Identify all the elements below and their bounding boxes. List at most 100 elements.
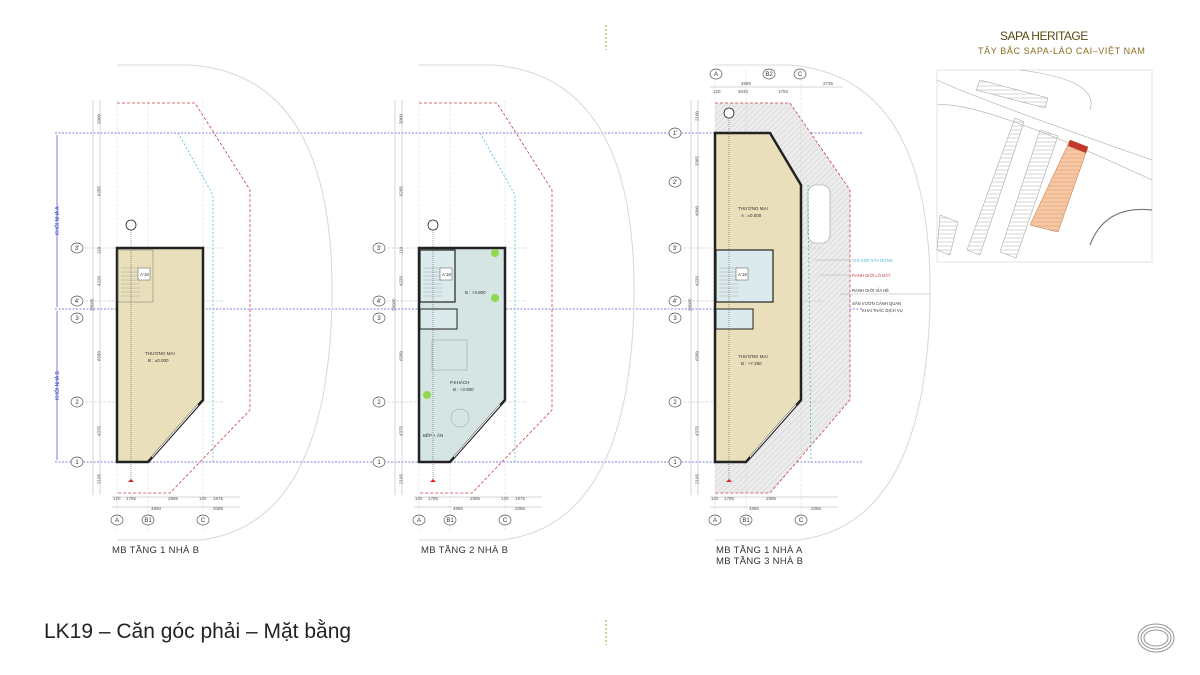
brand-subtitle: TÂY BẮC SAPA-LÀO CAI–VIỆT NAM — [978, 46, 1146, 56]
dimension-label: 2085 — [213, 506, 224, 511]
grid-col-bubble: C — [201, 518, 206, 524]
dimension-label: 2735 — [823, 81, 834, 86]
dimension-label: 2000 — [399, 113, 404, 124]
grid-row-bubble-circle — [668, 456, 682, 468]
entrance-marker-icon — [128, 479, 134, 482]
lot-line — [419, 102, 553, 494]
plant-icon — [423, 391, 431, 399]
section-marker-icon — [723, 107, 735, 119]
grid-col-bubble: C — [798, 72, 803, 78]
road — [936, 79, 1153, 161]
dining-table-icon — [450, 408, 470, 428]
road — [1019, 69, 1092, 111]
grid-col-bubble: B1 — [144, 518, 152, 524]
grid-row-bubble-circle — [668, 242, 682, 254]
dimension-label: 4600 — [695, 205, 700, 216]
grid-row-bubble: 4' — [377, 299, 381, 305]
lot-row — [975, 79, 1049, 109]
dimension-label: 120 — [415, 496, 423, 501]
curved-road — [1089, 208, 1153, 246]
grid-row-bubble-circle — [372, 456, 386, 468]
legend-build-line: CHỈ GIỚI XÂY DỰNG — [852, 258, 893, 263]
room-name: THƯƠNG MẠI — [738, 354, 768, 359]
grid-col-bubble-circle — [793, 68, 807, 80]
grid-row-bubble-circle — [668, 396, 682, 408]
road — [936, 104, 1153, 181]
dimension-label: 4375 — [97, 425, 102, 436]
key-plan-map — [936, 69, 1153, 263]
site-boundary — [419, 64, 635, 541]
room-level: B : ±0.000 — [148, 358, 169, 363]
dimension-label: 120 — [711, 496, 719, 501]
dimension-label: 2105 — [97, 473, 102, 484]
grid-row-bubble: 3' — [673, 246, 677, 252]
room-name: THƯƠNG MẠI — [738, 206, 768, 211]
site-boundary — [715, 64, 931, 541]
grid-row-bubble: 1 — [673, 460, 677, 466]
grid-col-bubble: A — [714, 72, 718, 78]
room-name: THƯƠNG MẠI — [145, 351, 175, 356]
grid-row-bubble-circle — [70, 312, 84, 324]
grid-row-bubble-circle — [372, 242, 386, 254]
window — [749, 404, 797, 458]
grid-col-bubble: A — [417, 518, 421, 524]
slide-title: LK19 – Căn góc phải – Mặt bằng — [44, 620, 352, 643]
grid-row-bubble: 3 — [377, 316, 381, 322]
grid-col-bubble-circle — [762, 68, 776, 80]
grid-row-bubble: 4' — [673, 299, 677, 305]
grid-row-bubble-circle — [668, 312, 682, 324]
elevator-label: A'18 — [442, 272, 451, 277]
dimension-label: 120 — [199, 496, 207, 501]
dimension-label: 1785 — [724, 496, 735, 501]
dimension-label: 120 — [713, 89, 721, 94]
lot-row — [999, 129, 1059, 259]
grid-col-bubble-circle — [412, 514, 426, 526]
lot-row — [936, 214, 959, 256]
grid-col-bubble-circle — [709, 68, 723, 80]
grid-col-bubble-circle — [739, 514, 753, 526]
dimension-label: 3385 — [695, 155, 700, 166]
grid-row-bubble-circle — [668, 295, 682, 307]
grid-col-bubble-circle — [498, 514, 512, 526]
grid-row-bubble-circle — [372, 295, 386, 307]
site-boundary — [117, 64, 333, 541]
wc-room — [715, 308, 754, 330]
dimension-label: 2085 — [515, 506, 526, 511]
plan-title-line: MB TẦNG 3 NHÀ B — [716, 556, 804, 567]
window — [453, 404, 501, 458]
dimension-label: 4375 — [695, 425, 700, 436]
legend-sidewalk-line: RANH GIỚI VỈA HÈ — [852, 288, 889, 293]
grid-row-bubble: 2 — [377, 400, 381, 406]
grid-row-bubble: 3' — [75, 246, 79, 252]
dimension-label: 4890 — [741, 81, 752, 86]
entrance-marker-icon — [430, 479, 436, 482]
elevator-label: A'18 — [140, 272, 149, 277]
dimension-label: 6580 — [399, 350, 404, 361]
car-icon — [807, 184, 831, 244]
dimension-label: 2085 — [811, 506, 822, 511]
plant-icon — [491, 249, 499, 257]
grid-row-bubble-circle — [70, 456, 84, 468]
grid-col-bubble-circle — [110, 514, 124, 526]
logo-center — [1150, 634, 1162, 642]
dimension-label: 1785 — [126, 496, 137, 501]
elevator-icon — [735, 267, 749, 281]
grid-row-bubble: 3' — [377, 246, 381, 252]
grid-row-bubble-circle — [372, 312, 386, 324]
room-level: B : +7.250 — [741, 361, 762, 366]
entrance-marker-icon — [726, 479, 732, 482]
dimension-label: 2995 — [470, 496, 481, 501]
room-level: B : +3.900 — [465, 290, 486, 295]
grid-row-bubble-circle — [70, 242, 84, 254]
dimension-label: 6580 — [695, 350, 700, 361]
plan-title-2: MB TẦNG 2 NHÀ B — [421, 545, 508, 556]
grid-row-bubble: 3 — [75, 316, 79, 322]
grid-col-bubble-circle — [196, 514, 210, 526]
room-level: B : +3.900 — [453, 387, 474, 392]
room-name: P.KHÁCH — [450, 379, 469, 385]
dimension-label: 4375 — [399, 425, 404, 436]
